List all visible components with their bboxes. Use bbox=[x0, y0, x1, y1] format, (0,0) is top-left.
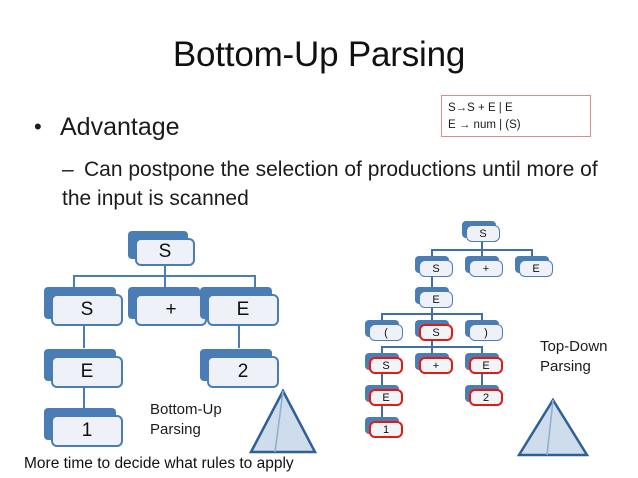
tree-connector bbox=[431, 277, 433, 287]
tree-connector bbox=[481, 346, 483, 354]
tree-connector bbox=[431, 341, 433, 347]
top-down-triangle-icon bbox=[516, 397, 590, 459]
page-title: Bottom-Up Parsing bbox=[172, 35, 466, 74]
bullet-level2: –Can postpone the selection of productio… bbox=[62, 155, 607, 213]
bullet-level2-label: Can postpone the selection of production… bbox=[62, 158, 598, 210]
bullet-dot-icon: • bbox=[34, 114, 42, 139]
bullet-dash-icon: – bbox=[62, 158, 74, 181]
tree-connector bbox=[381, 346, 383, 354]
footnote-text: More time to decide what rules to apply bbox=[24, 455, 294, 472]
tree-connector bbox=[531, 249, 533, 257]
tree-connector bbox=[254, 275, 256, 287]
tree-node-td-s-l3[interactable]: S bbox=[415, 320, 453, 341]
tree-connector bbox=[431, 249, 433, 257]
tree-connector bbox=[164, 265, 166, 277]
tree-node-td-e-l1[interactable]: E bbox=[515, 256, 553, 277]
bottom-up-triangle-icon bbox=[248, 388, 318, 456]
node-label: E bbox=[419, 291, 453, 308]
tree-node-td-2-l5[interactable]: 2 bbox=[465, 385, 503, 406]
node-label: E bbox=[519, 260, 553, 277]
bullet-level1-label: Advantage bbox=[60, 113, 180, 141]
top-down-caption-line2: Parsing bbox=[540, 358, 591, 375]
node-label: S bbox=[466, 225, 500, 242]
tree-connector bbox=[381, 374, 383, 385]
bullet-level1: • Advantage bbox=[34, 111, 180, 143]
node-label: S bbox=[51, 294, 123, 326]
node-label: 2 bbox=[469, 389, 503, 406]
tree-node-bu-s-root[interactable]: S bbox=[128, 231, 195, 266]
node-label: 2 bbox=[207, 356, 279, 388]
node-label: + bbox=[135, 294, 207, 326]
grammar-box: S→S + E | E E → num | (S) bbox=[441, 95, 591, 137]
bottom-up-caption: Bottom-Up Parsing bbox=[150, 400, 222, 440]
tree-node-td-e-l2[interactable]: E bbox=[415, 287, 453, 308]
tree-connector bbox=[73, 275, 75, 287]
top-down-caption: Top-Down Parsing bbox=[540, 337, 608, 377]
tree-connector bbox=[481, 313, 483, 321]
tree-node-td-plus-l1[interactable]: + bbox=[465, 256, 503, 277]
tree-node-bu-plus-l1[interactable]: + bbox=[128, 287, 207, 326]
node-label: ( bbox=[369, 324, 403, 341]
grammar-production-2: E → num | (S) bbox=[448, 119, 521, 131]
node-label: S bbox=[419, 260, 453, 277]
tree-connector bbox=[481, 242, 483, 250]
grammar-production-1: S→S + E | E bbox=[448, 102, 513, 114]
tree-connector bbox=[238, 320, 240, 348]
tree-node-td-s-root[interactable]: S bbox=[462, 221, 500, 242]
node-label: E bbox=[51, 356, 123, 388]
tree-connector bbox=[83, 388, 85, 413]
tree-connector bbox=[381, 313, 383, 321]
tree-node-td-1-l6[interactable]: 1 bbox=[365, 417, 403, 438]
node-label: S bbox=[369, 357, 403, 374]
tree-node-td-e-l5[interactable]: E bbox=[365, 385, 403, 406]
tree-connector bbox=[481, 249, 483, 257]
tree-connector bbox=[431, 308, 433, 314]
tree-connector bbox=[164, 275, 166, 287]
node-label: 1 bbox=[51, 415, 123, 447]
tree-node-bu-1-l3[interactable]: 1 bbox=[44, 408, 123, 447]
node-label: E bbox=[369, 389, 403, 406]
tree-node-bu-s-l1[interactable]: S bbox=[44, 287, 123, 326]
tree-node-bu-e-l2[interactable]: E bbox=[44, 349, 123, 388]
node-label: + bbox=[419, 357, 453, 374]
tree-node-td-s-l1[interactable]: S bbox=[415, 256, 453, 277]
tree-node-td-e-l4[interactable]: E bbox=[465, 353, 503, 374]
tree-node-td-rparen[interactable]: ) bbox=[465, 320, 503, 341]
bottom-up-caption-line1: Bottom-Up bbox=[150, 401, 222, 418]
tree-connector bbox=[83, 320, 85, 348]
tree-node-td-lparen[interactable]: ( bbox=[365, 320, 403, 341]
tree-connector bbox=[481, 374, 483, 385]
top-down-caption-line1: Top-Down bbox=[540, 338, 608, 355]
tree-node-td-s-l4[interactable]: S bbox=[365, 353, 403, 374]
node-label: ) bbox=[469, 324, 503, 341]
node-label: E bbox=[469, 357, 503, 374]
tree-node-bu-2-l2[interactable]: 2 bbox=[200, 349, 279, 388]
tree-node-bu-e-l1[interactable]: E bbox=[200, 287, 279, 326]
tree-connector bbox=[381, 406, 383, 417]
tree-connector bbox=[431, 313, 433, 321]
tree-connector bbox=[431, 346, 433, 354]
node-label: + bbox=[469, 260, 503, 277]
node-label: 1 bbox=[369, 421, 403, 438]
bottom-up-caption-line2: Parsing bbox=[150, 421, 201, 438]
node-label: E bbox=[207, 294, 279, 326]
node-label: S bbox=[135, 238, 195, 266]
tree-node-td-plus-l4[interactable]: + bbox=[415, 353, 453, 374]
node-label: S bbox=[419, 324, 453, 341]
